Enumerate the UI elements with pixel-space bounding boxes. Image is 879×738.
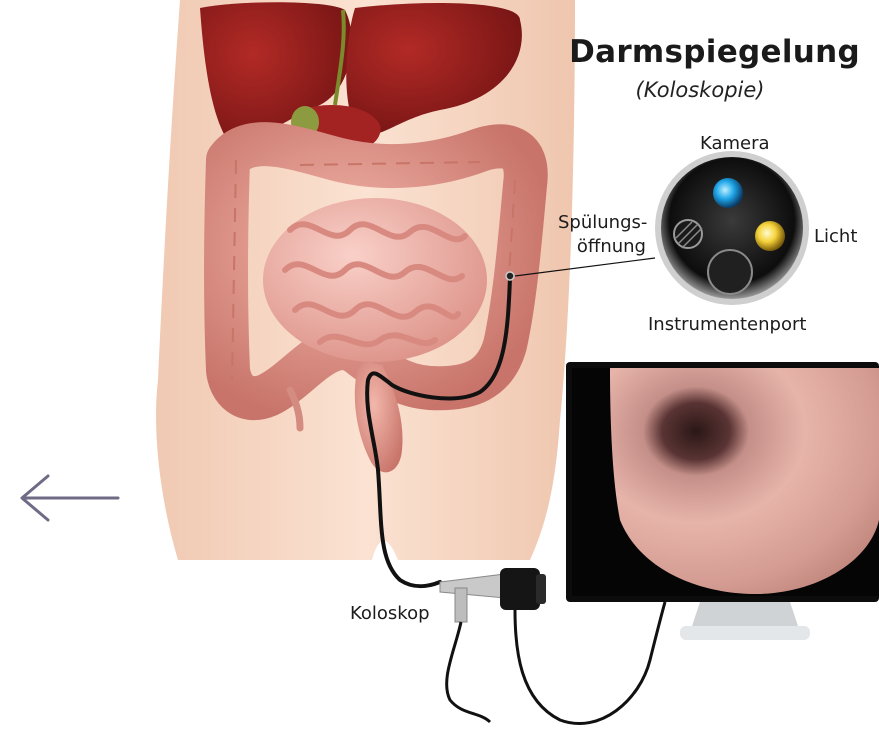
instrument-port-label: Instrumentenport — [648, 314, 806, 335]
arrow-left-icon[interactable] — [14, 470, 124, 526]
colonoscope-tip — [655, 151, 809, 305]
page-subtitle: (Koloskopie) — [600, 78, 800, 102]
endoscopy-view-image — [610, 368, 879, 594]
monitor — [566, 362, 879, 640]
camera-lens-icon — [713, 178, 743, 208]
irrigation-label-line2: öffnung — [558, 236, 646, 257]
camera-label: Kamera — [700, 133, 770, 154]
instrument-port-icon — [708, 250, 752, 294]
colonoscope-label: Koloskop — [350, 603, 430, 624]
page-title: Darmspiegelung — [560, 34, 860, 70]
light-lens-icon — [755, 221, 785, 251]
irrigation-label-line1: Spülungs- — [558, 212, 646, 233]
light-label: Licht — [814, 226, 857, 247]
small-intestine — [263, 198, 487, 362]
